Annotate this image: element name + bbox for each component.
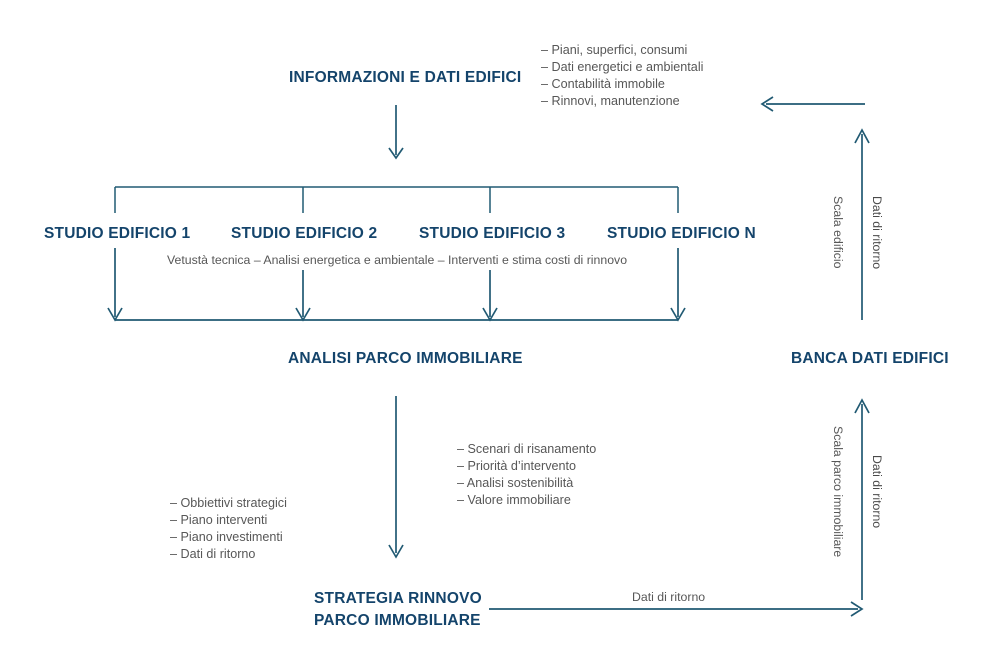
note-item: – Valore immobiliare (457, 493, 571, 507)
arrow-scale-building (854, 128, 870, 320)
tree-bracket-studies (114, 186, 679, 213)
arrow-scale-portfolio (854, 398, 870, 600)
notes-analisi: – Scenari di risanamento – Priorità d’in… (457, 441, 596, 509)
arrows-studies-to-analysis (107, 248, 686, 322)
note-item: – Dati di ritorno (170, 547, 256, 561)
note-item: – Piano interventi (170, 513, 268, 527)
arrow-return-top (760, 96, 865, 112)
label-studio-edificio-2: STUDIO EDIFICIO 2 (231, 225, 378, 242)
notes-informazioni: – Piani, superfici, consumi – Dati energ… (541, 42, 703, 110)
studies-subtitle: Vetustà tecnica – Analisi energetica e a… (167, 253, 628, 267)
notes-strategia: – Obbiettivi strategici – Piano interven… (170, 495, 287, 563)
label-analisi-parco-immobiliare: ANALISI PARCO IMMOBILIARE (288, 350, 523, 367)
arrow-info-to-studies (388, 105, 404, 160)
label-dati-di-ritorno-edificio: Dati di ritorno (870, 196, 884, 270)
note-item: – Obbiettivi strategici (170, 496, 287, 510)
label-studio-edificio-1: STUDIO EDIFICIO 1 (44, 225, 191, 242)
note-item: – Dati energetici e ambientali (541, 60, 704, 74)
note-item: – Scenari di risanamento (457, 442, 597, 456)
label-studio-edificio-3: STUDIO EDIFICIO 3 (419, 225, 566, 242)
strategy-title-line-2: PARCO IMMOBILIARE (314, 612, 481, 630)
arrow-analysis-to-strategy (388, 396, 404, 559)
note-item: – Analisi sostenibilità (457, 476, 574, 490)
label-scala-parco-immobiliare: Scala parco immobiliare (831, 426, 845, 558)
page-title-informazioni: INFORMAZIONI E DATI EDIFICI (289, 69, 522, 86)
note-item: – Piano investimenti (170, 530, 283, 544)
label-scala-edificio: Scala edificio (831, 196, 845, 269)
note-item: – Contabilità immobile (541, 77, 665, 91)
label-banca-dati-edifici: BANCA DATI EDIFICI (791, 350, 949, 367)
label-strategia-rinnovo: STRATEGIA RINNOVO PARCO IMMOBILIARE (314, 588, 482, 633)
label-dati-di-ritorno-bottom: Dati di ritorno (632, 590, 706, 604)
arrow-return-bottom (489, 601, 864, 617)
label-dati-di-ritorno-parco: Dati di ritorno (870, 455, 884, 529)
note-item: – Priorità d’intervento (457, 459, 577, 473)
note-item: – Rinnovi, manutenzione (541, 94, 680, 108)
strategy-title-line-1: STRATEGIA RINNOVO (314, 590, 482, 607)
label-studio-edificio-n: STUDIO EDIFICIO N (607, 225, 756, 242)
note-item: – Piani, superfici, consumi (541, 43, 688, 57)
